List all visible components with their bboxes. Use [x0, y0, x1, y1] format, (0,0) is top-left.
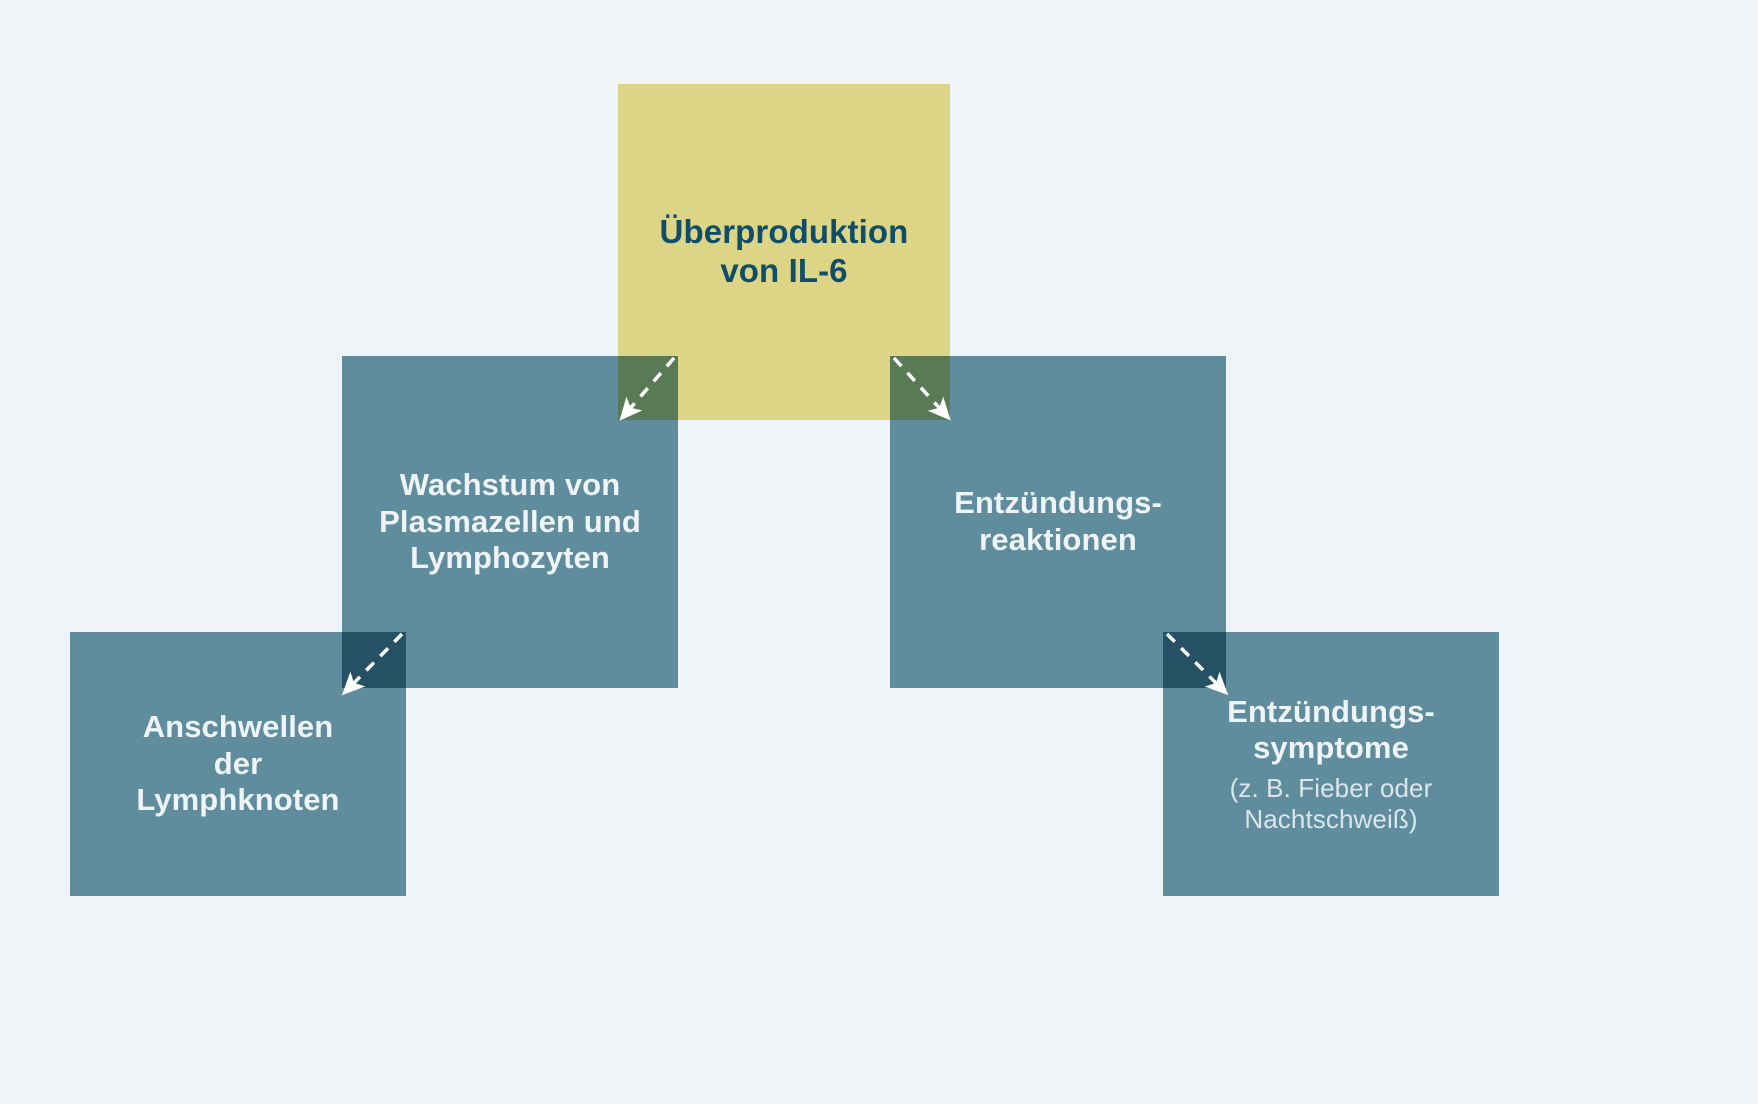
node-label-entzuendungssymptome: Entzündungs- symptome — [1227, 693, 1435, 766]
node-anschwellen-lymphknoten[interactable]: Anschwellen der Lymphknoten — [70, 632, 406, 896]
node-label-lymphknoten: Anschwellen der Lymphknoten — [136, 709, 340, 818]
node-label-wachstum: Wachstum von Plasmazellen und Lymphozyte… — [379, 467, 641, 576]
node-sublabel-entzuendungssymptome: (z. B. Fieber oder Nachtschweiß) — [1229, 772, 1433, 834]
node-entzuendungssymptome[interactable]: Entzündungs- symptome (z. B. Fieber oder… — [1163, 632, 1499, 896]
node-label-entzuendungsreaktionen: Entzündungs- reaktionen — [954, 485, 1162, 557]
node-label-il6: Überproduktion von IL-6 — [659, 213, 909, 289]
